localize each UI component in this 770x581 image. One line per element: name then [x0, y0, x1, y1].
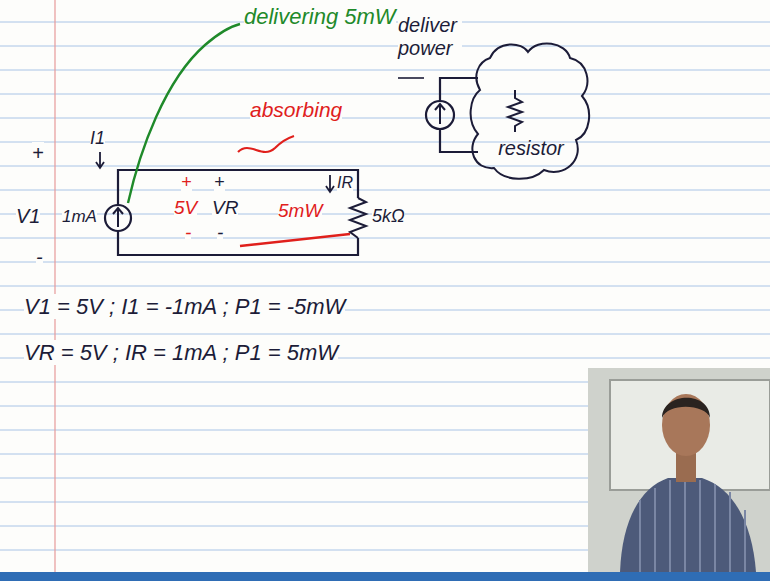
polarity-mark: + — [32, 142, 44, 165]
callout-note: 5mW — [278, 200, 322, 222]
callout-note: delivering 5mW — [244, 4, 396, 29]
tilde-mark — [238, 136, 294, 152]
polarity-mark: + — [181, 172, 192, 193]
source-value: 1mA — [62, 207, 97, 227]
equation-text: VR = 5V ; IR = 1mA ; P1 = 5mW — [24, 340, 338, 365]
polarity-mark: - — [185, 222, 191, 244]
current-arrow — [96, 152, 104, 168]
ruled-line — [0, 238, 770, 239]
equation-text: V1 = 5V ; I1 = -1mA ; P1 = -5mW — [24, 294, 345, 319]
current-arrow — [326, 175, 334, 192]
polarity-mark: + — [214, 172, 225, 193]
ruled-line — [0, 118, 770, 119]
callout-note: absorbing — [250, 98, 342, 122]
ruled-line — [0, 94, 770, 95]
ruled-line — [0, 190, 770, 191]
cloud-shape: resistor — [470, 38, 592, 180]
source-arrow — [113, 208, 123, 227]
circuit-wire — [440, 78, 478, 152]
margin-line — [54, 0, 55, 572]
voltage-label: VR — [212, 197, 238, 219]
underline-mark — [398, 77, 424, 79]
current-label: I1 — [90, 128, 105, 149]
current-source-symbol — [426, 101, 454, 129]
current-label: IR — [337, 174, 353, 192]
node-label: resistor — [498, 137, 564, 160]
ruled-line — [0, 334, 770, 335]
ruled-line — [0, 46, 770, 47]
webcam-inset — [588, 368, 770, 572]
note-text: deliver power — [398, 14, 462, 60]
polarity-mark: - — [36, 246, 43, 269]
ruled-line — [0, 286, 770, 287]
source-arrow — [435, 104, 445, 124]
bottom-bar — [0, 572, 770, 581]
polarity-mark: - — [217, 222, 223, 244]
ruled-line — [0, 262, 770, 263]
ruled-line — [0, 142, 770, 143]
voltage-label: V1 — [16, 205, 40, 228]
ruled-line — [0, 70, 770, 71]
resistor-symbol — [508, 90, 522, 132]
circuit-wire — [118, 170, 358, 255]
callout-curve — [128, 24, 240, 203]
current-source-symbol — [105, 205, 131, 231]
voltage-value: 5V — [174, 197, 197, 219]
ruled-line — [0, 166, 770, 167]
resistor-symbol — [350, 198, 366, 238]
resistor-value: 5kΩ — [372, 206, 405, 227]
ruled-lines — [0, 22, 770, 550]
underline-mark — [240, 234, 350, 246]
